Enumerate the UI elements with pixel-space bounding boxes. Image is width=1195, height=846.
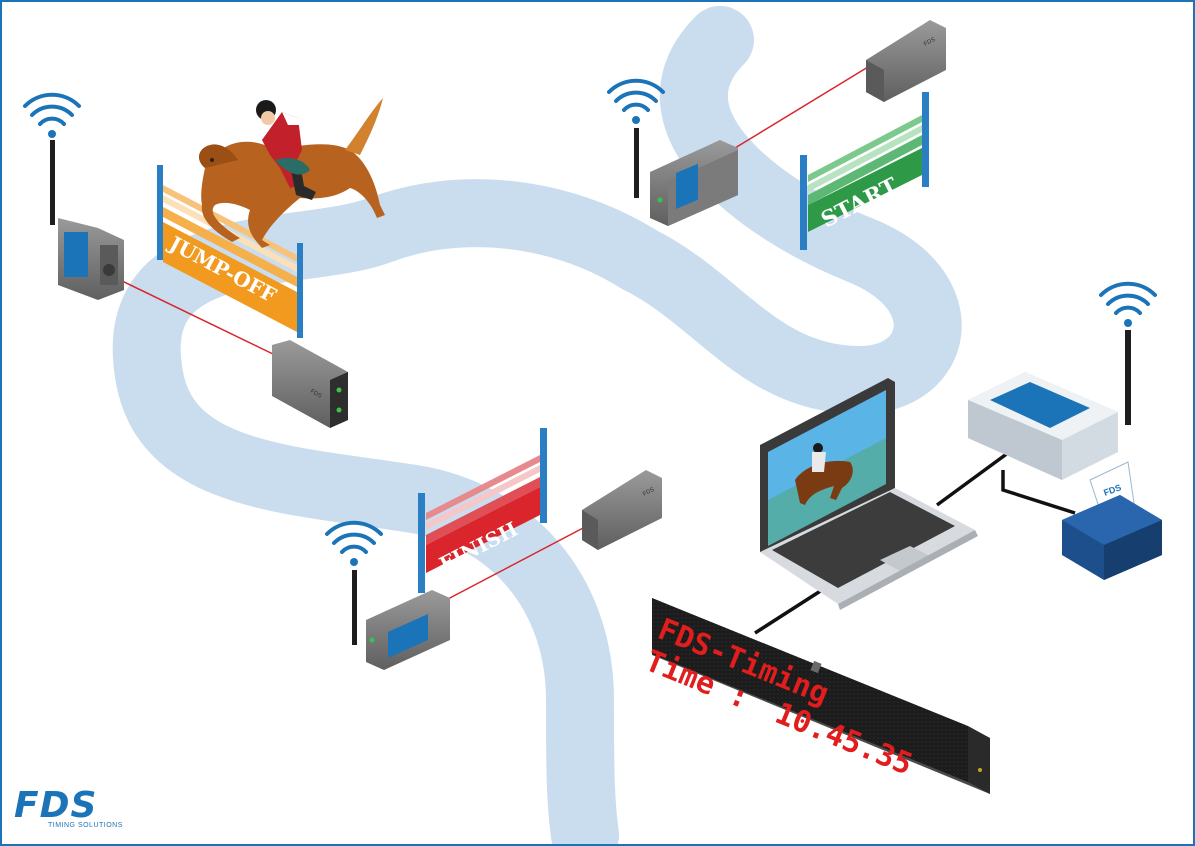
- logo-brand: FDS: [14, 785, 98, 826]
- cables: [754, 448, 1076, 635]
- antenna-icon: [50, 140, 55, 225]
- fds-logo: FDS TIMING SOLUTIONS: [14, 786, 144, 836]
- antenna-icon: [352, 570, 357, 645]
- wifi-icon: [325, 520, 383, 566]
- jumpoff-reflector-brand: FDS: [309, 389, 322, 400]
- start-gate: START: [800, 92, 929, 250]
- horse-rider-icon: [198, 98, 385, 248]
- start-transmitter: [607, 78, 738, 226]
- printer-icon: FDS: [1062, 461, 1162, 580]
- finish-gate: FINISH: [418, 428, 547, 593]
- laptop-icon: [760, 378, 978, 610]
- course-track: [112, 6, 962, 846]
- finish-reflector: FDS: [582, 470, 662, 550]
- jumpoff-transmitter: [23, 92, 124, 300]
- antenna-icon: [1125, 330, 1131, 425]
- wifi-icon: [607, 78, 665, 124]
- base-station: [968, 281, 1157, 480]
- antenna-icon: [634, 128, 639, 198]
- start-reflector: FDS: [866, 20, 946, 102]
- start-reflector-brand: FDS: [923, 37, 936, 48]
- finish-transmitter: [325, 520, 450, 670]
- led-display-board: FDS-Timing Time : 10.45.35: [640, 598, 990, 794]
- logo-tagline: TIMING SOLUTIONS: [48, 822, 123, 829]
- laptop-screen-horse: [795, 443, 853, 505]
- wifi-icon: [1099, 281, 1157, 327]
- wifi-icon: [23, 92, 81, 138]
- finish-reflector-brand: FDS: [642, 487, 655, 498]
- jumpoff-reflector: FDS: [272, 340, 348, 428]
- laser-beams: [119, 66, 869, 601]
